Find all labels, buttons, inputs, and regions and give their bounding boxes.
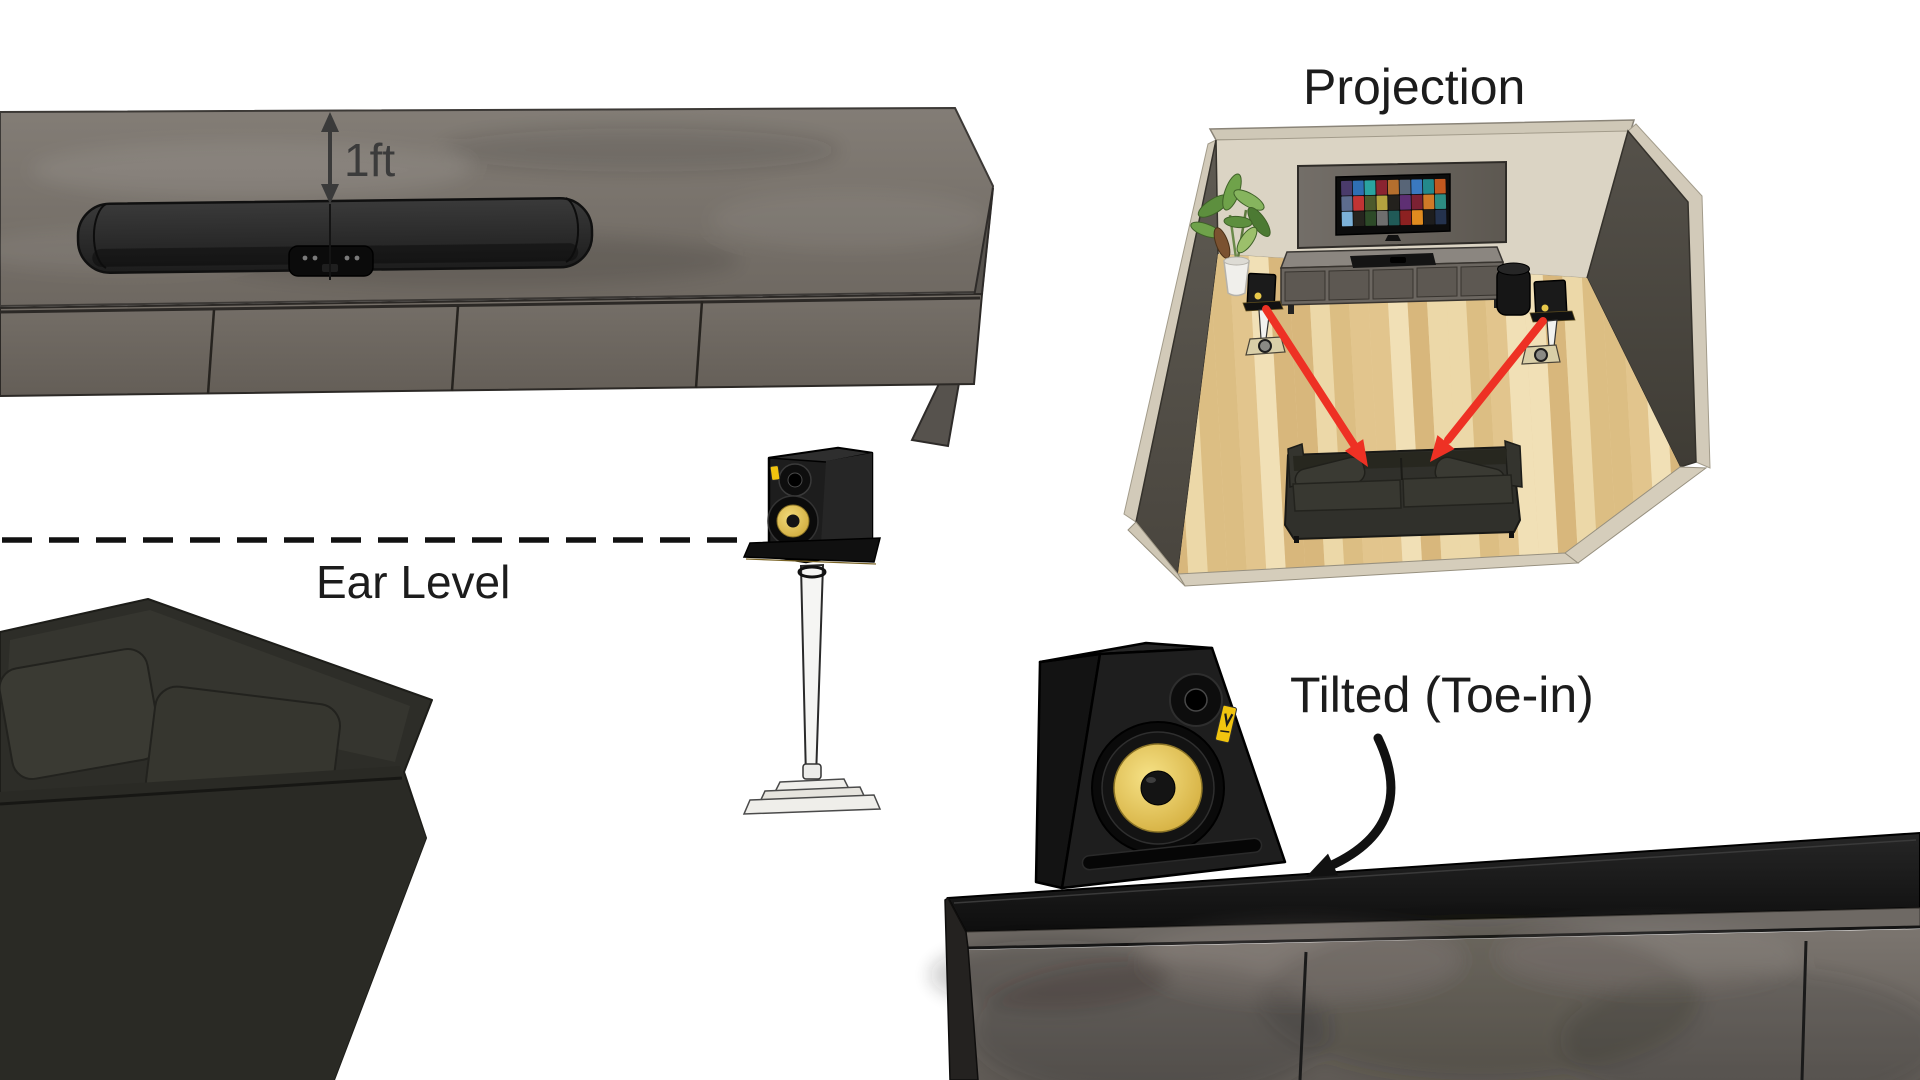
stand-bottom-collar — [802, 763, 822, 780]
console-door-gap — [694, 300, 704, 389]
soundbar-end-cap-right — [565, 197, 580, 263]
speaker-box-side — [820, 453, 872, 560]
floor-right-rim — [1564, 466, 1708, 564]
projection-section: Projection — [1123, 59, 1711, 587]
brand-badge — [769, 465, 781, 481]
right-wall — [1586, 129, 1697, 468]
arrow-up-head — [321, 112, 339, 132]
height-dimension: 1ft — [321, 112, 395, 280]
toe-in-annotation: Tilted (Toe-in) — [1290, 667, 1594, 877]
room-couch-seat — [1292, 479, 1402, 512]
couch-pillow — [0, 647, 162, 781]
projection-arrow-left — [1262, 305, 1360, 452]
toe-in-section: Tilted (Toe-in) — [930, 641, 1920, 1080]
console-right-side — [910, 187, 994, 448]
tv-poster-grid — [1341, 178, 1447, 227]
ear-level-section: Ear Level — [0, 446, 882, 1080]
room-couch — [1284, 439, 1523, 543]
cabinet-left-edge — [944, 896, 979, 1080]
room-speaker-left — [1242, 272, 1286, 356]
cabinet-front-texture — [930, 920, 1920, 1080]
plant-pot — [1223, 260, 1250, 297]
ear-level-label: Ear Level — [316, 556, 510, 608]
toe-in-arrow-head — [1306, 853, 1338, 877]
couch-seat — [0, 766, 426, 1080]
tv-stand — [1385, 235, 1401, 241]
projection-arrow-right — [1444, 317, 1547, 444]
listener-couch — [0, 598, 433, 1080]
cabinet-door-gap — [1800, 940, 1808, 1080]
toe-in-brand-badge — [1215, 704, 1237, 744]
tv — [1335, 173, 1451, 241]
room-stand-plate — [1242, 300, 1284, 312]
projection-label: Projection — [1303, 59, 1525, 115]
cabinet-bottom-right — [930, 831, 1920, 1080]
toe-in-speaker — [1034, 641, 1287, 890]
stand-mounted-speaker — [742, 446, 882, 815]
toe-in-port-slot — [1081, 837, 1263, 871]
plant — [1190, 173, 1271, 297]
soundbar — [76, 197, 594, 277]
console-door-gap — [450, 305, 460, 392]
stand-top-plate — [742, 537, 881, 563]
console-top-rail — [0, 296, 981, 314]
toe-in-curved-arrow — [1325, 733, 1396, 871]
projection-arrow-right-head — [1430, 435, 1455, 462]
clearance-label: 1ft — [344, 134, 395, 186]
projection-arrow-left-head — [1344, 439, 1368, 467]
toe-in-woofer-cap — [1140, 770, 1176, 806]
stand-base-step3 — [742, 794, 882, 815]
console-front — [0, 292, 984, 398]
media-console-top-left — [0, 106, 995, 448]
room-speaker-right — [1521, 279, 1576, 365]
soundbar-section: 1ft — [0, 106, 995, 448]
stand-column — [799, 563, 825, 779]
room-couch-seat — [1402, 474, 1514, 508]
soundbar-end-cap-left — [92, 203, 107, 269]
console-door-gap — [206, 309, 216, 395]
projection-arrows — [1262, 305, 1547, 467]
cabinet-door-gap — [1298, 951, 1308, 1080]
subwoofer — [1496, 262, 1531, 316]
toe-in-label: Tilted (Toe-in) — [1290, 667, 1594, 723]
arrow-down-head — [321, 184, 339, 204]
stand-collar — [797, 565, 827, 579]
floor-left-rim — [1127, 521, 1186, 587]
woofer-cap — [786, 514, 800, 528]
